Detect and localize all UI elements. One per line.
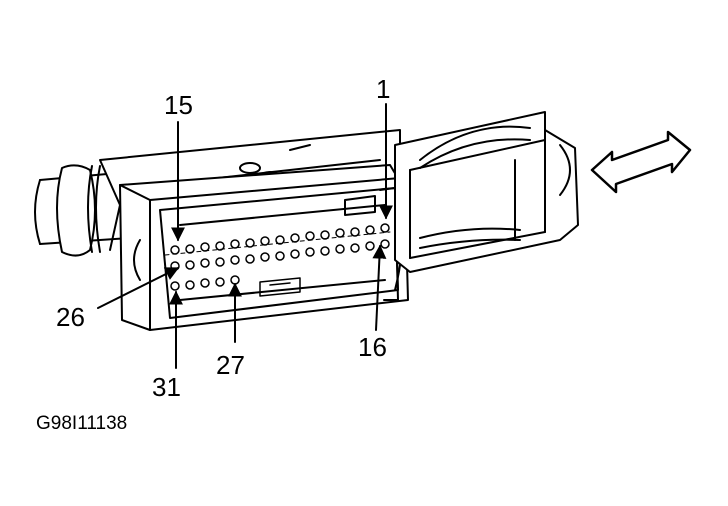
pin-row-middle bbox=[170, 239, 390, 271]
wire-harness bbox=[34, 164, 131, 257]
callout-pin-15: 15 bbox=[164, 90, 193, 120]
pin-row-upper bbox=[164, 223, 391, 256]
pin-row-lower bbox=[170, 275, 301, 297]
figure-id: G98I11138 bbox=[36, 413, 128, 434]
callout-pin-31: 31 bbox=[152, 372, 181, 402]
leader-lines bbox=[97, 103, 393, 369]
callout-pin-26: 26 bbox=[56, 302, 85, 332]
locking-slide bbox=[394, 111, 579, 273]
connector-housing bbox=[119, 164, 409, 331]
double-headed-arrow-icon bbox=[590, 130, 692, 194]
callout-pin-16: 16 bbox=[358, 332, 387, 362]
callout-pin-27: 27 bbox=[216, 350, 245, 380]
callout-pin-1: 1 bbox=[376, 74, 391, 104]
